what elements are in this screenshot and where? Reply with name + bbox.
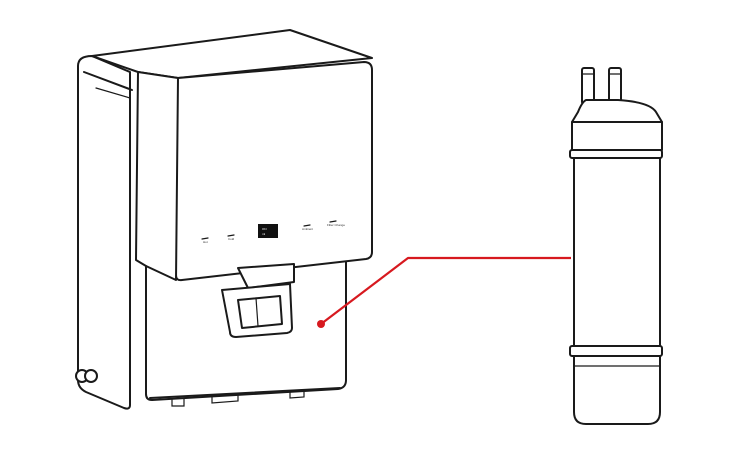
purifier-top [91, 29, 373, 79]
callout-dot [317, 320, 325, 328]
filter-top-ring [569, 149, 663, 159]
purifier-top-groove-2 [95, 87, 131, 99]
water-purifier-icon: Hot Cold ON ml Ambient Filter Change [75, 29, 373, 410]
dispenser-head [237, 263, 295, 289]
filter-body [573, 157, 661, 347]
panel-button-3-mark [303, 224, 311, 227]
rear-connector-2 [84, 369, 98, 383]
purifier-top-groove [83, 71, 133, 91]
dispenser-divider [255, 297, 259, 327]
filter-bottom-ring [569, 345, 663, 357]
filter-bottom-cap [573, 355, 661, 425]
panel-button-4-mark [329, 220, 337, 223]
purifier-body-left [77, 55, 131, 410]
panel-display-text-1: ON [262, 227, 267, 231]
panel-display [258, 224, 278, 238]
dispenser-inner [237, 295, 283, 329]
panel-button-4-label: Filter Change [327, 223, 345, 227]
panel-button-2-label: Cold [228, 237, 235, 241]
panel-button-3-label: Ambient [302, 227, 313, 231]
purifier-front-panel [175, 61, 373, 282]
panel-display-text-2: ml [262, 232, 265, 236]
purifier-foot-3 [289, 390, 305, 399]
purifier-foot-2 [211, 395, 239, 404]
purifier-side-panel [135, 71, 179, 281]
filter-cartridge-icon [569, 67, 663, 425]
filter-top-cap [571, 99, 663, 151]
callout-leader [320, 256, 571, 325]
panel-button-1-label: Hot [203, 240, 208, 244]
purifier-base [149, 387, 341, 399]
callout-line-icon [317, 256, 571, 328]
panel-button-1-mark [201, 237, 209, 240]
panel-button-2-mark [227, 234, 235, 237]
purifier-foot-1 [171, 398, 185, 407]
